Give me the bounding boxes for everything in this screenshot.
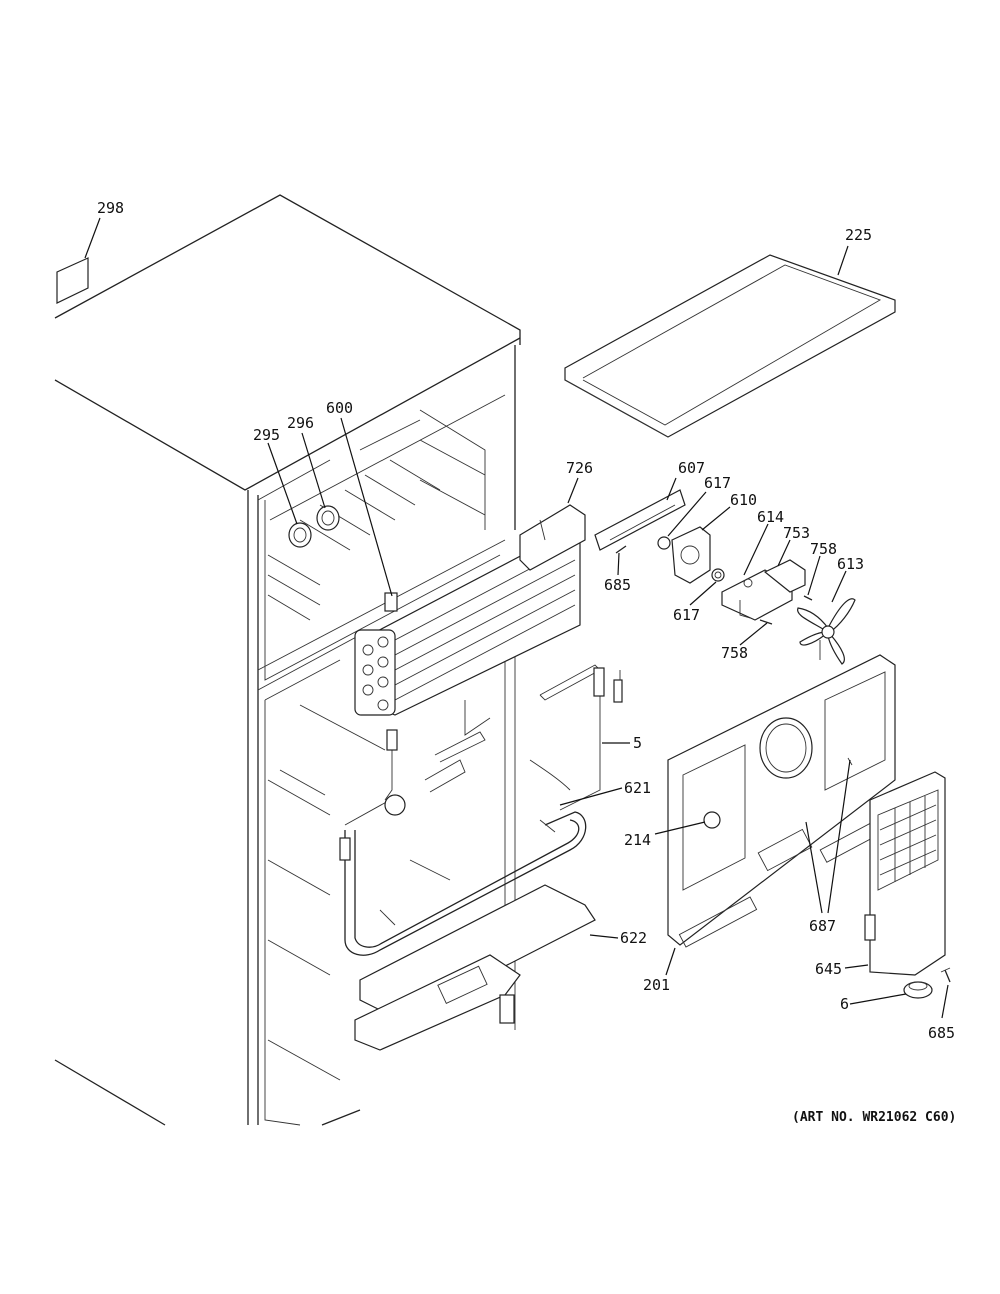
part-labels: 298 225 295 296 600 726 607 617 610 614 … [97,199,955,1042]
art-number: (ART NO. WR21062 C60) [792,1110,956,1125]
fan-blade-613 [797,598,856,665]
grommets-295-296 [288,505,340,548]
grommet-6 [903,981,933,999]
part-label-758-upper: 758 [810,540,837,558]
refrigerator-cabinet [54,194,521,1126]
part-label-610: 610 [730,491,757,509]
part-label-753: 753 [783,524,810,542]
part-label-685-upper: 685 [604,576,631,594]
evaporator-coil-726 [354,504,586,716]
part-label-214: 214 [624,831,651,849]
drain-pan-622 [354,884,596,1051]
evaporator-cover-201 [667,654,896,948]
part-label-758-lower: 758 [721,644,748,662]
part-label-614: 614 [757,508,784,526]
part-label-621: 621 [624,779,651,797]
part-label-645: 645 [815,960,842,978]
bracket-607 [594,489,686,551]
freezer-interior [257,394,506,691]
part-label-298: 298 [97,199,124,217]
part-label-687: 687 [809,917,836,935]
fan-motor-610 [657,526,725,584]
defrost-heater-5 [384,664,623,811]
screw-685-upper [615,545,627,554]
part-label-6: 6 [840,995,849,1013]
label-298-sticker [56,257,89,304]
part-label-5: 5 [633,734,642,752]
drain-heater-621 [339,759,587,956]
part-label-607: 607 [678,459,705,477]
part-label-613: 613 [837,555,864,573]
screws-758 [759,595,813,625]
leader-lines [84,217,949,1019]
part-label-726: 726 [566,459,593,477]
part-label-617-lower: 617 [673,606,700,624]
glass-shelf-225 [564,254,896,438]
part-label-295: 295 [253,426,280,444]
part-label-600: 600 [326,399,353,417]
fan-grille-645 [864,771,946,976]
part-label-296: 296 [287,414,314,432]
part-label-622: 622 [620,929,647,947]
part-label-617-upper: 617 [704,474,731,492]
part-label-201: 201 [643,976,670,994]
motor-bracket-753 [721,559,806,621]
part-label-225: 225 [845,226,872,244]
part-label-685-lower: 685 [928,1024,955,1042]
screw-685-lower [940,967,951,983]
